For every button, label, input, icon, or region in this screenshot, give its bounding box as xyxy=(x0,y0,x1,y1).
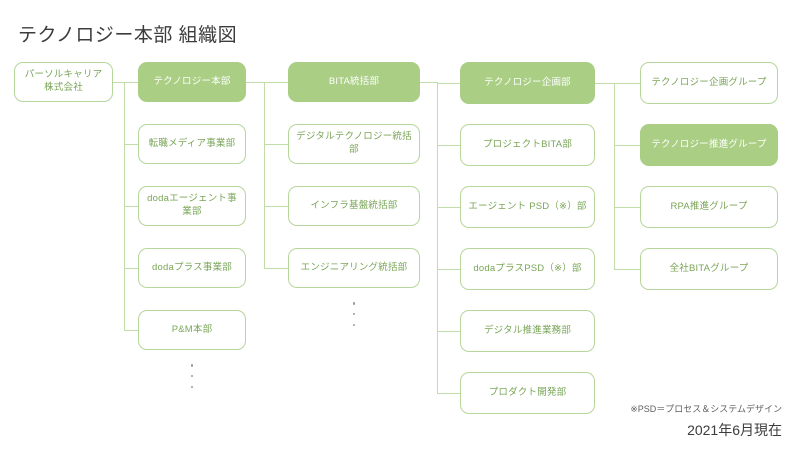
as-of-date: 2021年6月現在 xyxy=(687,422,782,438)
org-node-label: テクノロジー推進グループ xyxy=(651,138,767,150)
org-node-label: dodaエージェント事業部 xyxy=(147,193,237,217)
org-node-label: プロジェクトBITA部 xyxy=(482,138,573,150)
edge-child-stub-3-0 xyxy=(613,83,640,85)
org-node-label: デジタル推進業務部 xyxy=(483,324,572,336)
org-node-c2n1[interactable]: デジタルテクノロジー統括部 xyxy=(288,124,420,164)
edge-child-stub-1-3 xyxy=(263,268,288,270)
org-node-c3n2[interactable]: エージェント PSD（※）部 xyxy=(460,186,595,228)
ellipsis-marker xyxy=(188,364,196,388)
edge-child-stub-2-3 xyxy=(436,269,460,271)
org-node-c3n5[interactable]: プロダクト開発部 xyxy=(460,372,595,414)
edge-trunk-2 xyxy=(436,82,438,393)
org-node-label: テクノロジー企画グループ xyxy=(651,76,767,88)
org-node-c1n0[interactable]: テクノロジー本部 xyxy=(138,62,246,102)
edge-child-stub-0-4 xyxy=(123,330,138,332)
edge-parent-stub-0 xyxy=(113,82,124,84)
page-title: テクノロジー本部 組織図 xyxy=(18,25,238,46)
org-node-c1n3[interactable]: dodaプラス事業部 xyxy=(138,248,246,288)
org-node-label: テクノロジー本部 xyxy=(153,75,231,87)
org-node-c4n0[interactable]: テクノロジー企画グループ xyxy=(640,62,778,104)
org-node-c2n2[interactable]: インフラ基盤統括部 xyxy=(288,186,420,226)
org-node-c4n2[interactable]: RPA推進グループ xyxy=(640,186,778,228)
ellipsis-dot xyxy=(352,323,356,326)
org-node-c4n1[interactable]: テクノロジー推進グループ xyxy=(640,124,778,166)
ellipsis-dot xyxy=(352,312,356,316)
org-node-label: パーソルキャリア 株式会社 xyxy=(24,69,103,93)
edge-child-stub-0-1 xyxy=(123,144,138,146)
edge-child-stub-2-4 xyxy=(436,331,460,333)
org-node-label: 転職メディア事業部 xyxy=(148,137,236,149)
edge-child-stub-3-2 xyxy=(613,207,640,209)
org-node-label: dodaプラス事業部 xyxy=(152,261,232,273)
org-node-c3n3[interactable]: dodaプラスPSD（※）部 xyxy=(460,248,595,290)
edge-child-stub-1-0 xyxy=(263,82,288,84)
ellipsis-dot xyxy=(352,302,356,305)
org-node-c3n1[interactable]: プロジェクトBITA部 xyxy=(460,124,595,166)
edge-child-stub-3-1 xyxy=(613,145,640,147)
org-node-label: エージェント PSD（※）部 xyxy=(468,200,587,212)
org-node-c1n4[interactable]: P&M本部 xyxy=(138,310,246,350)
edge-child-stub-2-0 xyxy=(436,83,460,85)
ellipsis-dot xyxy=(190,374,194,378)
ellipsis-dot xyxy=(190,385,194,388)
edge-child-stub-3-3 xyxy=(613,269,640,271)
ellipsis-dot xyxy=(190,364,194,367)
org-node-label: エンジニアリング統括部 xyxy=(300,261,408,273)
edge-child-stub-1-1 xyxy=(263,144,288,146)
org-node-label: P&M本部 xyxy=(171,323,213,335)
org-node-c3n4[interactable]: デジタル推進業務部 xyxy=(460,310,595,352)
edge-child-stub-2-1 xyxy=(436,145,460,147)
org-node-c0n0[interactable]: パーソルキャリア 株式会社 xyxy=(14,62,113,102)
org-node-label: プロダクト開発部 xyxy=(488,386,567,398)
edge-child-stub-0-0 xyxy=(123,82,138,84)
org-node-label: dodaプラスPSD（※）部 xyxy=(473,262,582,274)
org-node-label: インフラ基盤統括部 xyxy=(310,199,398,211)
org-node-c1n2[interactable]: dodaエージェント事業部 xyxy=(138,186,246,226)
org-node-c2n3[interactable]: エンジニアリング統括部 xyxy=(288,248,420,288)
edge-child-stub-0-3 xyxy=(123,268,138,270)
edge-parent-stub-3 xyxy=(595,83,614,85)
org-node-c4n3[interactable]: 全社BITAグループ xyxy=(640,248,778,290)
org-node-c2n0[interactable]: BITA統括部 xyxy=(288,62,420,102)
ellipsis-marker xyxy=(350,302,358,326)
org-node-label: テクノロジー企画部 xyxy=(484,76,571,88)
org-node-c3n0[interactable]: テクノロジー企画部 xyxy=(460,62,595,104)
edge-child-stub-0-2 xyxy=(123,206,138,208)
edge-trunk-1 xyxy=(263,82,265,268)
org-node-label: BITA統括部 xyxy=(328,75,380,87)
edge-child-stub-2-2 xyxy=(436,207,460,209)
org-node-label: デジタルテクノロジー統括部 xyxy=(296,131,412,155)
psd-footnote: ※PSD＝プロセス＆システムデザイン xyxy=(630,404,782,414)
org-node-label: 全社BITAグループ xyxy=(669,262,749,274)
edge-parent-stub-1 xyxy=(246,82,264,84)
edge-child-stub-1-2 xyxy=(263,206,288,208)
edge-child-stub-2-5 xyxy=(436,393,460,395)
edge-trunk-3 xyxy=(613,83,616,269)
org-node-c1n1[interactable]: 転職メディア事業部 xyxy=(138,124,246,164)
org-node-label: RPA推進グループ xyxy=(670,200,748,212)
edge-parent-stub-2 xyxy=(420,82,437,84)
